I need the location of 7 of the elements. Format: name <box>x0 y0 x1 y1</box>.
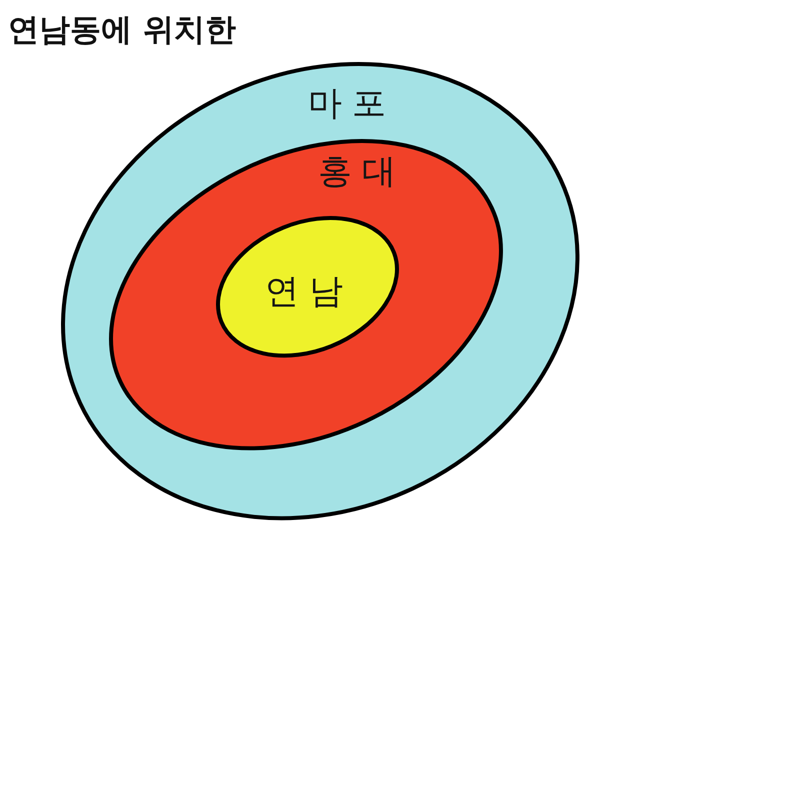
region-ellipse <box>108 139 503 451</box>
region-label: 마포 <box>306 84 396 124</box>
title: 연남동에 위치한 <box>8 12 236 50</box>
region-label: 홍대 <box>316 152 406 192</box>
region-ellipse <box>216 216 400 358</box>
region-ellipse <box>60 62 580 520</box>
region-label: 연남 <box>264 272 354 312</box>
